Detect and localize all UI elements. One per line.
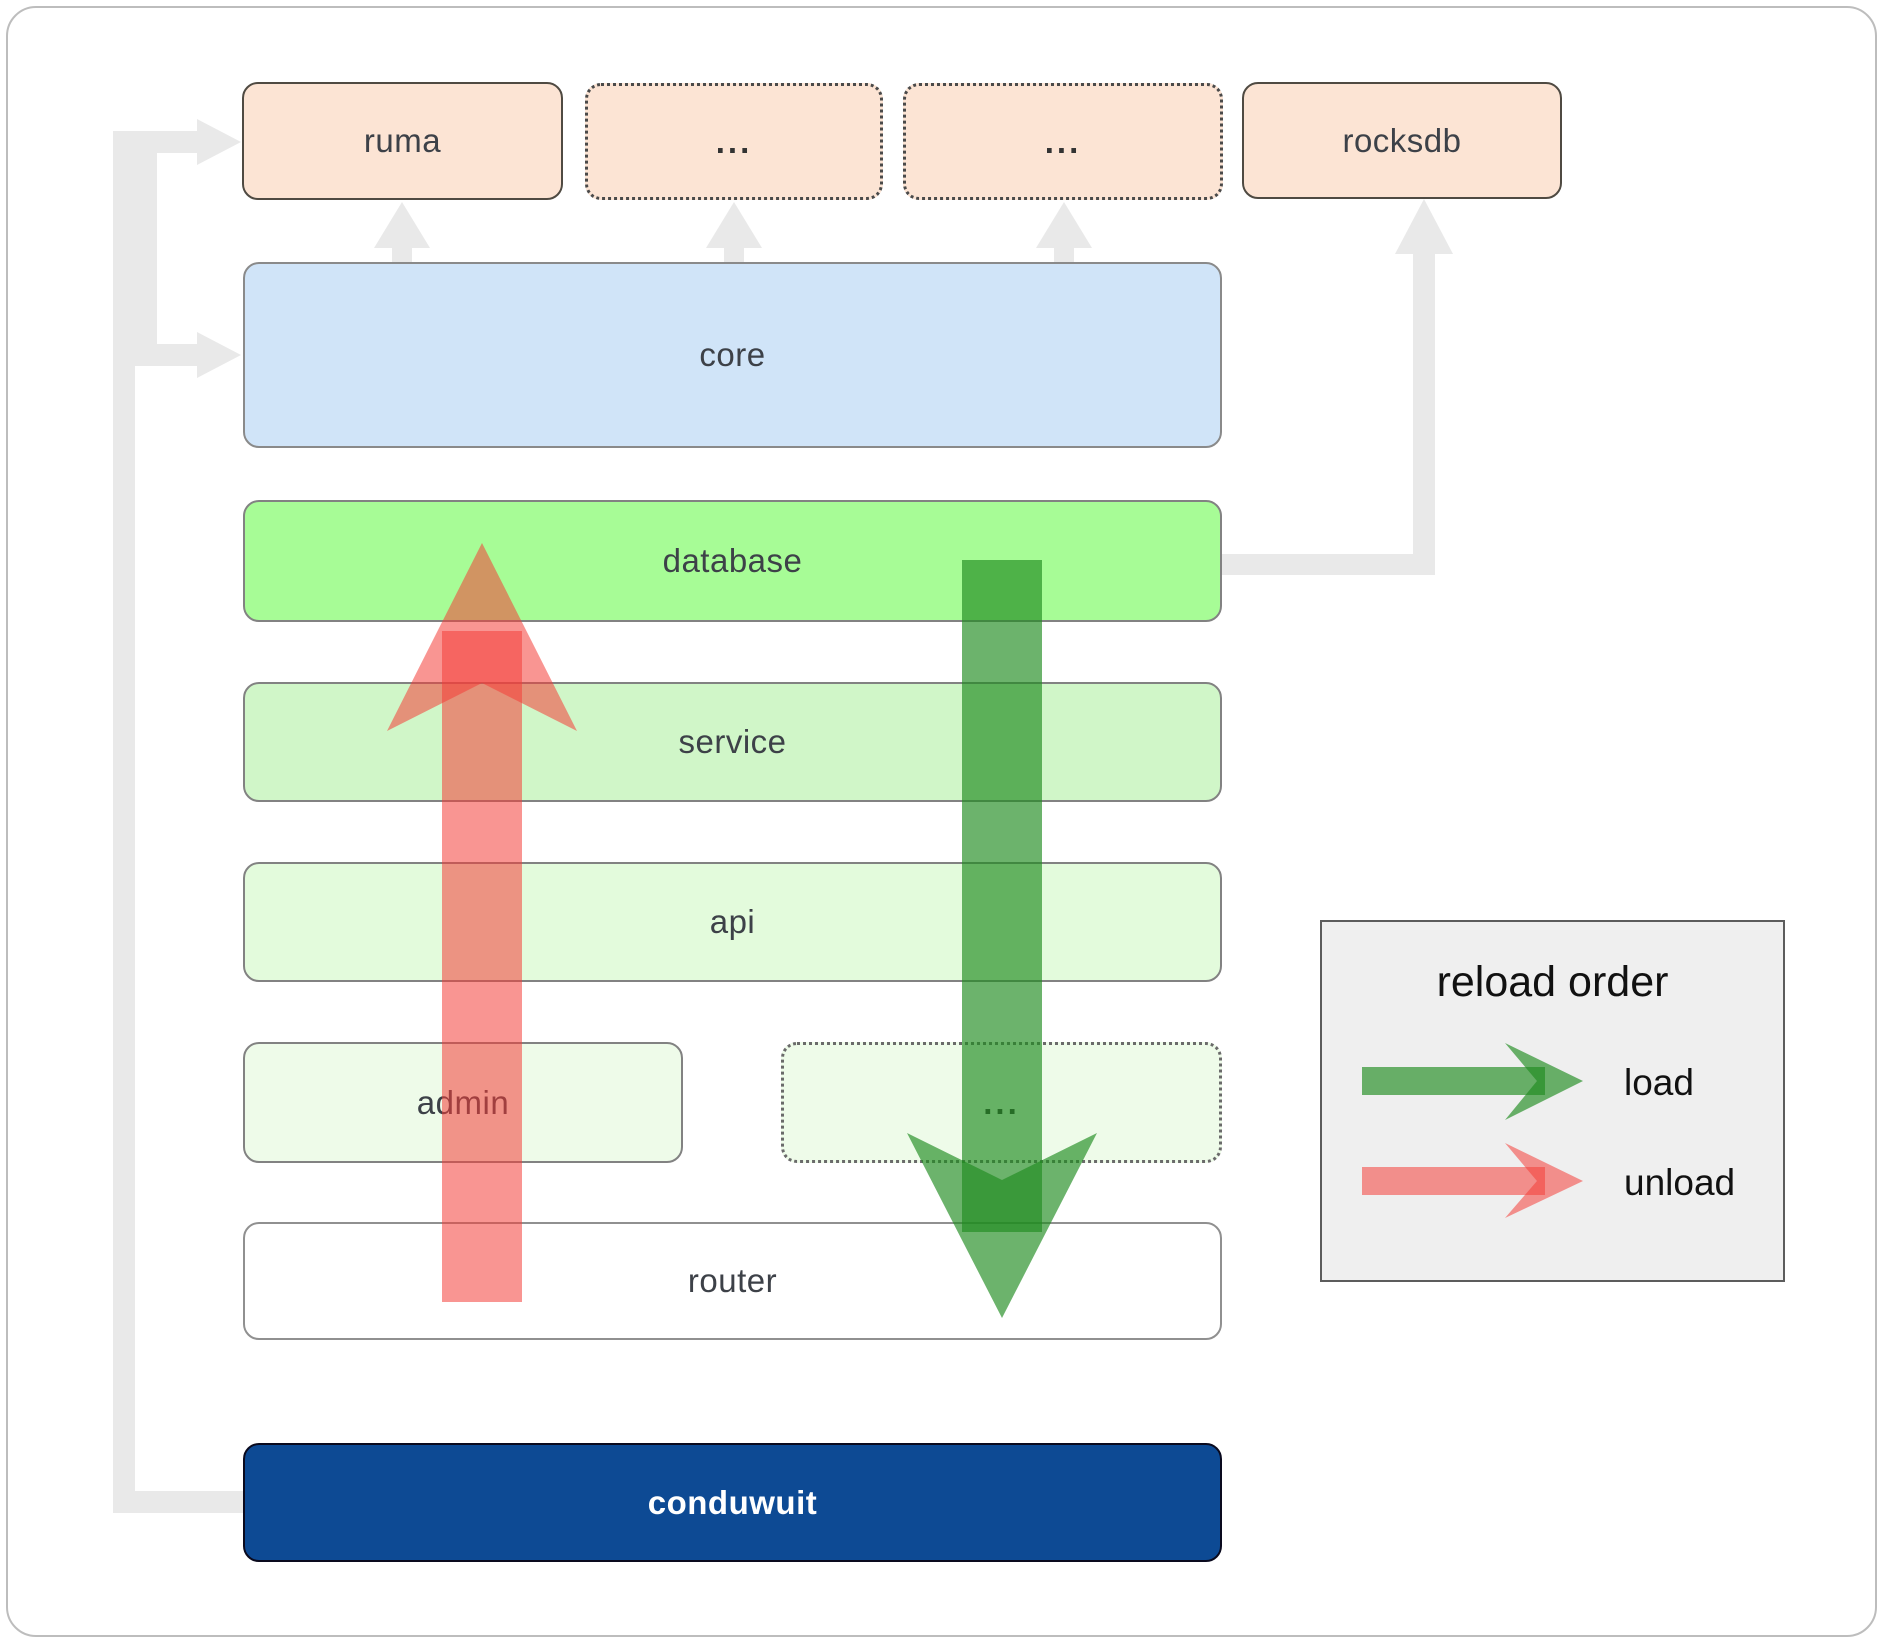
- node-core: core: [243, 262, 1222, 448]
- node-ruma-label: ruma: [363, 122, 442, 159]
- node-router-label: router: [687, 1262, 778, 1299]
- node-admin: admin: [243, 1042, 683, 1163]
- node-ellipsis-mid-label: ...: [983, 1083, 1020, 1121]
- node-ellipsis-mid: ...: [781, 1042, 1222, 1163]
- node-api: api: [243, 862, 1222, 982]
- diagram-frame: [6, 6, 1877, 1637]
- node-ellipsis-top-1-label: ...: [715, 122, 753, 160]
- node-service: service: [243, 682, 1222, 802]
- node-ellipsis-top-2: ...: [903, 83, 1223, 200]
- node-service-label: service: [678, 723, 787, 760]
- node-router: router: [243, 1222, 1222, 1340]
- node-ellipsis-top-1: ...: [585, 83, 883, 200]
- node-rocksdb-label: rocksdb: [1342, 121, 1462, 159]
- node-api-label: api: [709, 903, 756, 940]
- node-ellipsis-top-2-label: ...: [1044, 122, 1082, 160]
- legend-title: reload order: [1436, 958, 1669, 1006]
- node-conduwuit: conduwuit: [243, 1443, 1222, 1562]
- node-database-label: database: [662, 542, 803, 579]
- node-rocksdb: rocksdb: [1242, 82, 1562, 199]
- legend-box: reload order load unload: [1320, 920, 1785, 1282]
- legend-unload-label: unload: [1624, 1162, 1736, 1203]
- node-conduwuit-label: conduwuit: [647, 1483, 818, 1521]
- node-core-label: core: [699, 336, 766, 373]
- node-ruma: ruma: [242, 82, 563, 200]
- node-database: database: [243, 500, 1222, 622]
- node-admin-label: admin: [416, 1083, 510, 1121]
- legend-load-label: load: [1624, 1062, 1694, 1103]
